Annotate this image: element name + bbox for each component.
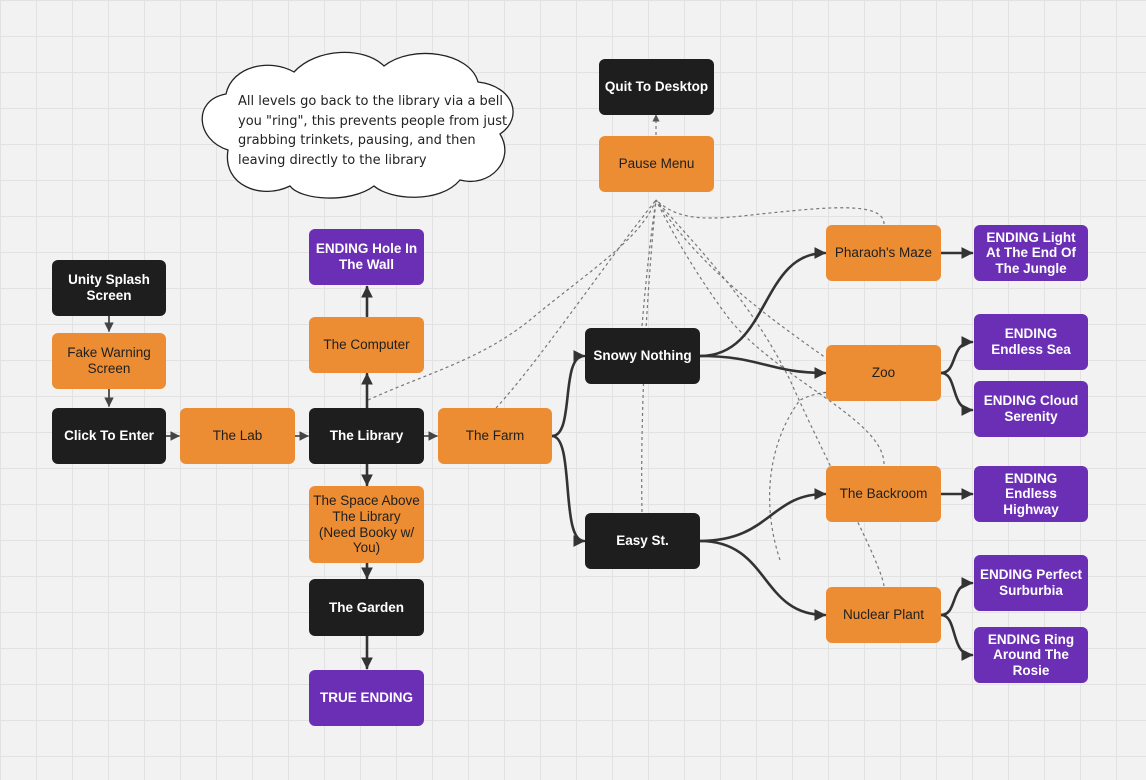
node-snowy-nothing[interactable]: Snowy Nothing (585, 328, 700, 384)
node-true-ending[interactable]: TRUE ENDING (309, 670, 424, 726)
node-nuclear-plant[interactable]: Nuclear Plant (826, 587, 941, 643)
node-fake-warning-screen[interactable]: Fake Warning Screen (52, 333, 166, 389)
node-ending-ring-around-the-rosie[interactable]: ENDING Ring Around The Rosie (974, 627, 1088, 683)
node-the-farm[interactable]: The Farm (438, 408, 552, 464)
node-ending-endless-sea[interactable]: ENDING Endless Sea (974, 314, 1088, 370)
node-ending-light-at-the-end-of-the-jungle[interactable]: ENDING Light At The End Of The Jungle (974, 225, 1088, 281)
node-the-lab[interactable]: The Lab (180, 408, 295, 464)
flow-arrows (104, 247, 974, 670)
node-pharaohs-maze[interactable]: Pharaoh's Maze (826, 225, 941, 281)
node-the-backroom[interactable]: The Backroom (826, 466, 941, 522)
node-easy-st[interactable]: Easy St. (585, 513, 700, 569)
node-the-garden[interactable]: The Garden (309, 579, 424, 636)
node-the-computer[interactable]: The Computer (309, 317, 424, 373)
node-the-library[interactable]: The Library (309, 408, 424, 464)
node-ending-hole-in-the-wall[interactable]: ENDING Hole In The Wall (309, 229, 424, 285)
node-click-to-enter[interactable]: Click To Enter (52, 408, 166, 464)
node-zoo[interactable]: Zoo (826, 345, 941, 401)
note-text: All levels go back to the library via a … (238, 94, 508, 168)
dashed-return-lines (367, 114, 885, 587)
node-ending-perfect-surburbia[interactable]: ENDING Perfect Surburbia (974, 555, 1088, 611)
node-ending-endless-highway[interactable]: ENDING Endless Highway (974, 466, 1088, 522)
note-cloud-shape (201, 51, 514, 199)
node-quit-to-desktop[interactable]: Quit To Desktop (599, 59, 714, 115)
node-ending-cloud-serenity[interactable]: ENDING Cloud Serenity (974, 381, 1088, 437)
node-unity-splash-screen[interactable]: Unity Splash Screen (52, 260, 166, 316)
node-pause-menu[interactable]: Pause Menu (599, 136, 714, 192)
node-the-space-above-the-library[interactable]: The Space Above The Library (Need Booky … (309, 486, 424, 563)
